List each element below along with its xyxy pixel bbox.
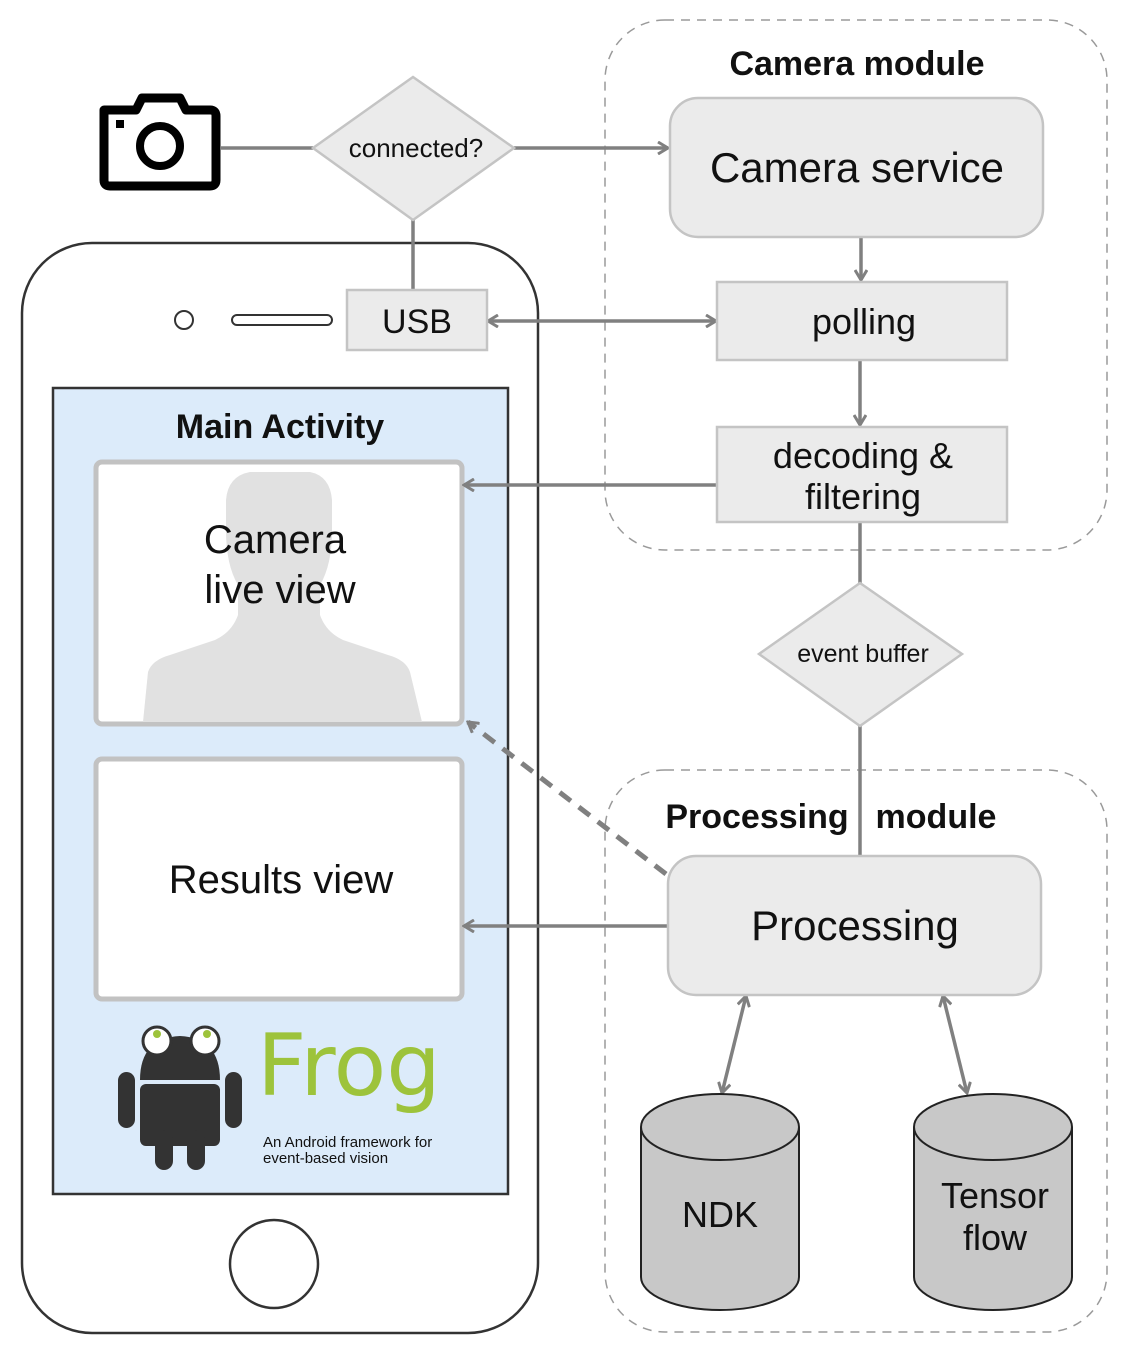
processing-module-title-part2: module — [876, 798, 997, 836]
frog-logo-tagline-line2: event-based vision — [263, 1150, 388, 1167]
tensorflow-label-line2: flow — [963, 1217, 1028, 1258]
event-buffer-decision: event buffer — [756, 581, 965, 728]
phone-home-button[interactable] — [228, 1218, 320, 1310]
ndk-label: NDK — [682, 1194, 758, 1235]
camera-service-label: Camera service — [710, 144, 1004, 191]
polling-label: polling — [812, 301, 916, 342]
arrow-processing-tensorflow-bidirectional — [943, 996, 967, 1093]
decoding-filtering-box: decoding & filtering — [715, 425, 1009, 524]
main-activity-title: Main Activity — [176, 408, 385, 446]
camera-live-view-label-line1: Camera — [204, 518, 347, 562]
frog-logo: Frog An Android framework for event-base… — [118, 1016, 441, 1170]
frog-logo-tagline-line1: An Android framework for — [263, 1134, 432, 1151]
ndk-cylinder: NDK — [640, 1093, 800, 1311]
phone-speaker — [231, 314, 333, 326]
event-buffer-label: event buffer — [797, 640, 929, 668]
connected-decision-label: connected? — [349, 133, 483, 163]
connected-decision: connected? — [310, 75, 517, 222]
processing-label: Processing — [751, 902, 959, 949]
processing-box: Processing — [666, 854, 1043, 997]
results-view-label: Results view — [169, 858, 394, 902]
camera-service-box: Camera service — [668, 96, 1045, 239]
camera-icon — [99, 93, 221, 191]
usb-box: USB — [345, 288, 489, 352]
decoding-label-line1: decoding & — [773, 435, 953, 476]
phone-front-camera — [174, 310, 194, 330]
camera-live-view-label-line2: live view — [204, 568, 355, 612]
arrow-processing-ndk-bidirectional — [722, 996, 746, 1093]
frog-logo-name: Frog — [257, 1016, 441, 1116]
tensorflow-cylinder: Tensor flow — [913, 1093, 1073, 1311]
person-silhouette-icon — [143, 472, 422, 722]
camera-module-container — [604, 19, 1108, 551]
android-frog-icon — [118, 1025, 242, 1170]
dashed-arrow-processing-to-live-view — [468, 720, 668, 876]
decoding-label-line2: filtering — [805, 476, 921, 517]
polling-box: polling — [715, 280, 1009, 362]
processing-module-title-part1: Processing — [665, 798, 848, 836]
processing-module-container — [604, 769, 1108, 1333]
camera-live-view[interactable]: Camera live view — [93, 459, 465, 727]
results-view[interactable]: Results view — [93, 756, 465, 1002]
usb-label: USB — [382, 303, 452, 341]
tensorflow-label-line1: Tensor — [941, 1175, 1049, 1216]
camera-module-title: Camera module — [729, 45, 984, 83]
